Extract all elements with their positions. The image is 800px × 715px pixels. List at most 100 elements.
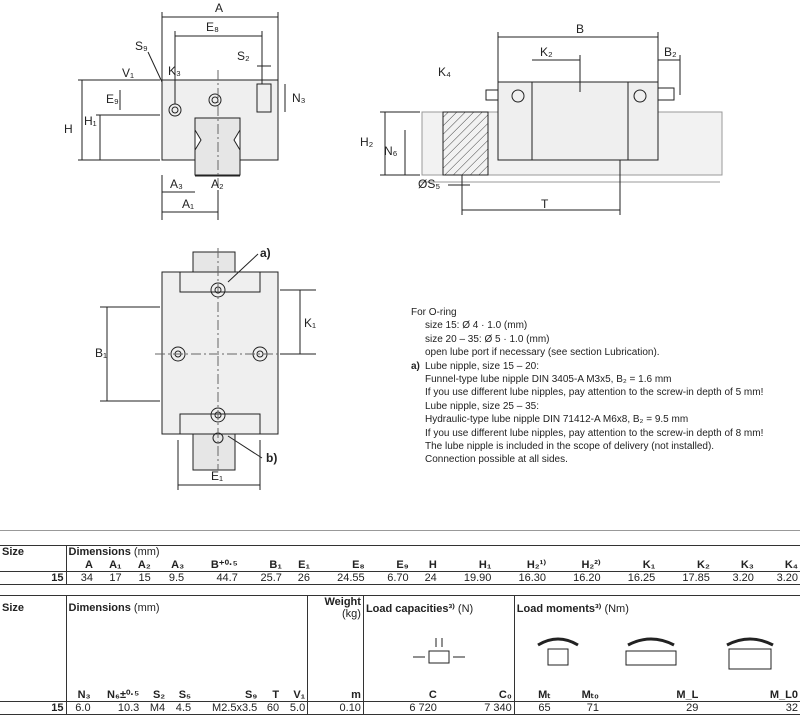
column-header: H xyxy=(428,558,437,571)
top-view: a) b) K₁ B₁ E₁ xyxy=(95,246,316,490)
column-header: C xyxy=(362,688,439,702)
column-header: S₂ xyxy=(152,688,166,701)
table-cell: 0.10 xyxy=(307,701,364,715)
note-a-title: Lube nipple, size 15 – 20: xyxy=(425,360,539,372)
section-divider xyxy=(0,530,800,531)
note-line: Funnel-type lube nipple DIN 3405-A M3x5,… xyxy=(425,374,672,386)
table-cell: 29 xyxy=(686,702,699,714)
column-header: S₉ xyxy=(244,688,258,701)
table-cell: M4 xyxy=(149,702,166,714)
size-header: Size xyxy=(2,602,25,614)
note-line: size 15: Ø 4 · 1.0 (mm) xyxy=(425,320,528,332)
note-a-label: a) xyxy=(411,360,420,372)
table-cell: 25.7 xyxy=(260,572,282,584)
note-line: If you use different lube nipples, pay a… xyxy=(425,427,764,439)
table-cell: 6.70 xyxy=(387,572,409,584)
column-header: H₁ xyxy=(478,558,492,571)
moment-ml0-icon xyxy=(700,620,800,688)
label-S2: S₂ xyxy=(237,49,250,63)
note-line: For O-ring xyxy=(411,307,457,318)
table-cell: M2.5x3.5 xyxy=(212,702,258,714)
column-header: H₂²⁾ xyxy=(581,559,601,571)
column-header: E₉ xyxy=(396,558,409,571)
label-B: B xyxy=(576,22,584,36)
label-H: H xyxy=(64,122,73,136)
front-view: A E₈ S₉ S₂ K₃ V₁ E₉ N₃ H H₁ A₃ A₂ A₁ xyxy=(64,1,306,220)
column-header: A₃ xyxy=(171,558,185,571)
table-cell: 6 720 xyxy=(362,701,439,715)
label-S9: S₉ xyxy=(135,39,148,53)
column-header: C₀ xyxy=(498,688,512,701)
size-value: 15 xyxy=(51,572,64,584)
note-line: open lube port if necessary (see section… xyxy=(425,347,660,359)
column-header: E₁ xyxy=(298,558,311,571)
label-A2: A₂ xyxy=(211,177,224,191)
moment-group-header: Load moments³⁾ (Nm) xyxy=(513,595,800,620)
moment-label: Load moments³⁾ xyxy=(516,602,602,615)
table-cell: 65 xyxy=(513,701,553,715)
column-header: N₃ xyxy=(65,688,93,702)
label-B1: B₁ xyxy=(95,346,107,360)
note-line: The lube nipple is included in the scope… xyxy=(425,441,715,453)
table-cell: 71 xyxy=(586,702,599,714)
label-H2: H₂ xyxy=(360,135,374,149)
table-cell: 3.20 xyxy=(732,572,754,584)
column-header: K₁ xyxy=(642,558,656,571)
column-header: M_L xyxy=(676,688,699,701)
table-cell: 60 xyxy=(266,702,280,714)
table-cell: 16.20 xyxy=(573,572,601,584)
label-a: a) xyxy=(260,246,271,260)
column-header: m xyxy=(307,688,364,702)
size-spacer xyxy=(0,558,66,572)
column-header: E₈ xyxy=(352,558,365,571)
note-line: If you use different lube nipples, pay a… xyxy=(425,387,764,399)
label-A3: A₃ xyxy=(170,177,183,191)
weight-unit: (kg) xyxy=(341,608,361,620)
table-cell: 34 xyxy=(65,571,95,585)
column-header: V₁ xyxy=(293,688,306,701)
table-cell: 10.3 xyxy=(117,702,140,714)
table-cell: 44.7 xyxy=(216,572,238,584)
label-K4: K₄ xyxy=(438,65,451,79)
dimensions-group-header: Dimensions (mm) xyxy=(65,595,308,620)
load-group-header: Load capacities³⁾ (N) xyxy=(362,595,515,620)
notes-block: For O-ring size 15: Ø 4 · 1.0 (mm) size … xyxy=(411,306,763,467)
moment-mt-icon xyxy=(513,620,601,688)
column-header: K₃ xyxy=(740,558,754,571)
note-line: size 20 – 35: Ø 5 · 1.0 (mm) xyxy=(425,333,550,345)
label-OS5: ØS₅ xyxy=(418,177,440,191)
table-cell: 6.0 xyxy=(65,701,93,715)
table-cell: 9.5 xyxy=(168,572,185,584)
table-cell: 16.25 xyxy=(627,572,656,584)
technical-drawing: A E₈ S₉ S₂ K₃ V₁ E₉ N₃ H H₁ A₃ A₂ A₁ xyxy=(64,1,723,490)
column-header: M_L0 xyxy=(769,688,798,701)
size-value: 15 xyxy=(51,702,64,714)
note-line: Connection possible at all sides. xyxy=(425,454,568,466)
icon-row xyxy=(0,620,800,688)
label-E8: E₈ xyxy=(206,20,219,34)
column-header: K₂ xyxy=(697,558,710,571)
table-cell: 5.0 xyxy=(289,702,306,714)
label-N3: N₃ xyxy=(292,91,306,105)
column-header: A₁ xyxy=(109,558,122,571)
table-cell: 17.85 xyxy=(682,572,710,584)
moment-ml-icon xyxy=(601,620,700,688)
column-header: A xyxy=(65,558,95,572)
size-spacer xyxy=(0,688,66,702)
table-cell: 26 xyxy=(297,572,311,584)
column-header: B⁺⁰·⁵ xyxy=(210,559,238,571)
dimensions-group-header: Dimensions (mm) xyxy=(65,545,800,558)
table-cell: 15 xyxy=(138,572,151,584)
note-line: Hydraulic-type lube nipple DIN 71412-A M… xyxy=(425,414,689,426)
column-header: Mₜ xyxy=(513,688,553,702)
label-A: A xyxy=(215,1,223,15)
load-capacity-icon xyxy=(362,620,515,688)
label-B2: B₂ xyxy=(664,45,677,59)
table-cell: 16.30 xyxy=(518,572,547,584)
label-K3: K₃ xyxy=(168,64,181,78)
side-view: B K₂ B₂ K₄ H₂ N₆ ØS₅ T xyxy=(360,22,723,215)
size-header: Size xyxy=(2,546,25,558)
